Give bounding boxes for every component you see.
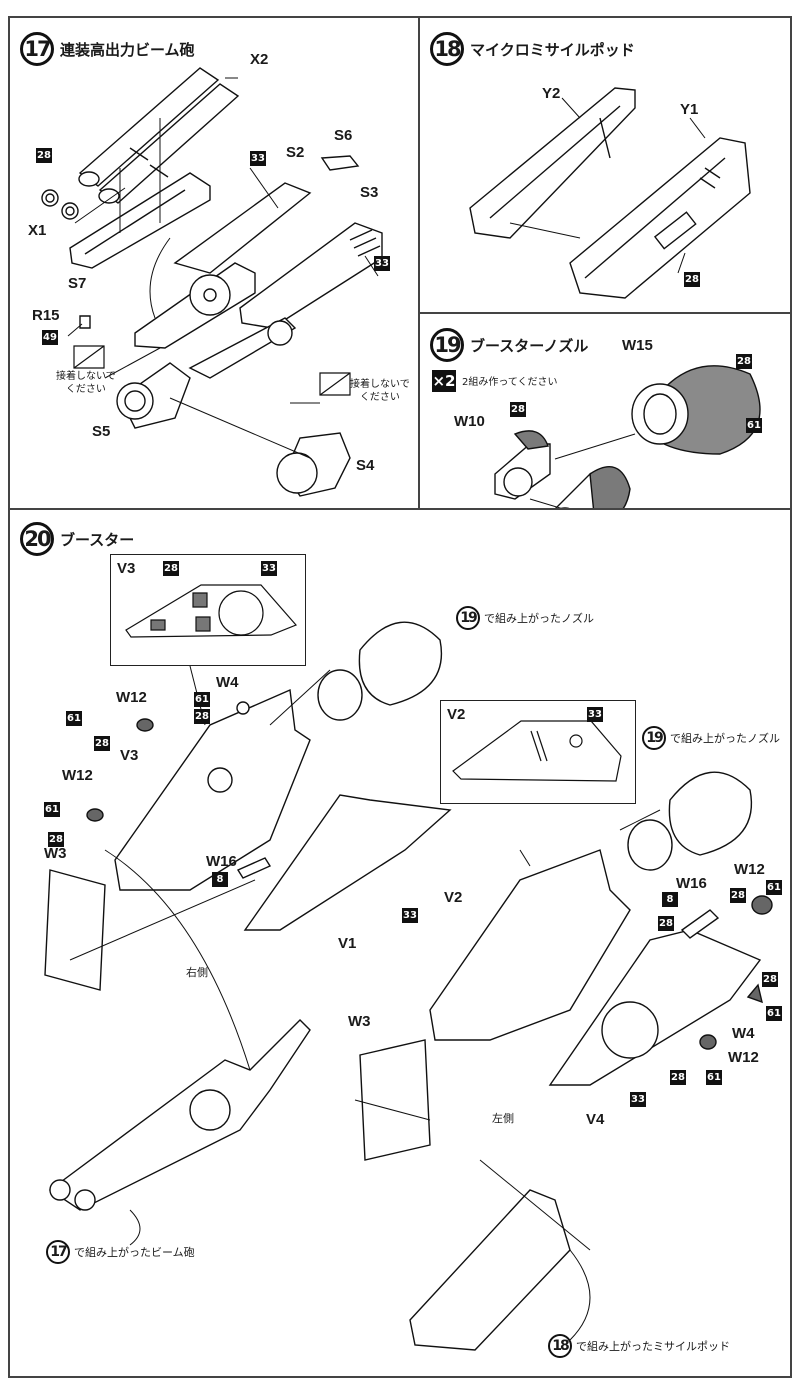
color-badge-28: 28 — [658, 916, 674, 931]
part-label-s6: S6 — [334, 127, 353, 144]
color-badge-49: 49 — [42, 330, 58, 345]
part-label-y2: Y2 — [542, 85, 561, 102]
side-label-right: 右側 — [186, 966, 208, 979]
step-20-panel: 20 ブースター V3 28 33 V2 33 — [8, 508, 792, 1378]
part-label-w4: W4 — [732, 1025, 755, 1042]
step-20-header: 20 ブースター — [20, 522, 134, 556]
ref-step-number: 19 — [456, 606, 480, 630]
color-badge-33: 33 — [587, 707, 603, 722]
part-label-x2: X2 — [250, 51, 269, 68]
color-badge-28: 28 — [194, 709, 210, 724]
part-label-s3: S3 — [360, 184, 379, 201]
ref-step-number: 19 — [642, 726, 666, 750]
step-20-number: 20 — [20, 522, 54, 556]
part-label-w15: W15 — [622, 337, 653, 354]
part-label-w10: W10 — [454, 413, 485, 430]
step-17-panel: 17 連装高出力ビーム砲 — [8, 16, 420, 510]
step-18-title: マイクロミサイルポッド — [470, 40, 635, 59]
multiplier-note: 2組み作ってください — [462, 377, 558, 388]
color-badge-8: 8 — [212, 872, 228, 887]
part-label-w12: W12 — [734, 861, 765, 878]
color-badge-8: 8 — [662, 892, 678, 907]
color-badge-28: 28 — [94, 736, 110, 751]
missile-pod-exploded-diagram — [420, 18, 792, 312]
color-badge-33: 33 — [630, 1092, 646, 1107]
step-17-title: 連装高出力ビーム砲 — [60, 40, 195, 59]
color-badge-33: 33 — [261, 561, 277, 576]
detail-inset-v3: V3 28 33 — [110, 554, 306, 666]
part-label-r15: R15 — [32, 307, 60, 324]
no-glue-note: 接着しないで ください — [350, 379, 410, 403]
part-label-w12: W12 — [116, 689, 147, 706]
color-badge-61: 61 — [746, 418, 762, 433]
part-label-w3: W3 — [348, 1013, 371, 1030]
color-badge-61: 61 — [194, 692, 210, 707]
ref-step-number: 17 — [46, 1240, 70, 1264]
step-17-number: 17 — [20, 32, 54, 66]
part-label-v3: V3 — [120, 747, 139, 764]
step-19-header: 19 ブースターノズル — [430, 328, 588, 362]
ref-text: で組み上がったミサイルポッド — [576, 1340, 730, 1353]
color-badge-28: 28 — [510, 402, 526, 417]
color-badge-61: 61 — [66, 711, 82, 726]
color-badge-28: 28 — [48, 832, 64, 847]
inset-label-v2: V2 — [447, 706, 466, 723]
color-badge-61: 61 — [706, 1070, 722, 1085]
ref-text: で組み上がったビーム砲 — [74, 1246, 195, 1259]
part-label-v1: V1 — [338, 935, 357, 952]
color-badge-61: 61 — [766, 880, 782, 895]
ref-text: で組み上がったノズル — [670, 732, 780, 745]
part-label-s7: S7 — [68, 275, 87, 292]
color-badge-33: 33 — [374, 256, 390, 271]
no-glue-note: 接着しないで ください — [56, 371, 116, 395]
inset-label-v3: V3 — [117, 560, 136, 577]
step-18-panel: 18 マイクロミサイルポッド Y2 Y1 28 — [418, 16, 792, 314]
color-badge-28: 28 — [730, 888, 746, 903]
color-badge-28: 28 — [736, 354, 752, 369]
side-label-left: 左側 — [492, 1112, 514, 1125]
color-badge-28: 28 — [670, 1070, 686, 1085]
step-18-number: 18 — [430, 32, 464, 66]
ref-beam-cannon: 17 で組み上がったビーム砲 — [46, 1240, 195, 1264]
step-20-title: ブースター — [60, 530, 135, 549]
v2-detail-drawing — [441, 701, 633, 801]
part-label-w16: W16 — [206, 853, 237, 870]
ref-text: で組み上がったノズル — [484, 612, 594, 625]
color-badge-28: 28 — [36, 148, 52, 163]
beam-cannon-exploded-diagram — [10, 18, 420, 508]
part-label-w12: W12 — [728, 1049, 759, 1066]
part-label-w12: W12 — [62, 767, 93, 784]
detail-inset-v2: V2 33 — [440, 700, 636, 804]
color-badge-61: 61 — [44, 802, 60, 817]
multiplier-badge: ×2 — [432, 370, 456, 392]
part-label-y1: Y1 — [680, 101, 699, 118]
ref-step-number: 18 — [548, 1334, 572, 1358]
color-badge-61: 61 — [766, 1006, 782, 1021]
part-label-v4: V4 — [586, 1111, 605, 1128]
part-label-s4: S4 — [356, 457, 375, 474]
step-18-header: 18 マイクロミサイルポッド — [430, 32, 635, 66]
part-label-v2: V2 — [444, 889, 463, 906]
color-badge-33: 33 — [402, 908, 418, 923]
part-label-w16: W16 — [676, 875, 707, 892]
step-17-header: 17 連装高出力ビーム砲 — [20, 32, 195, 66]
ref-nozzle-left: 19 で組み上がったノズル — [642, 726, 780, 750]
booster-assembly-diagram — [10, 510, 792, 1376]
step-19-title: ブースターノズル — [470, 336, 589, 355]
step-19-number: 19 — [430, 328, 464, 362]
color-badge-33: 33 — [250, 151, 266, 166]
part-label-w3: W3 — [44, 845, 67, 862]
ref-missile-pod: 18 で組み上がったミサイルポッド — [548, 1334, 730, 1358]
color-badge-28: 28 — [762, 972, 778, 987]
ref-nozzle-right: 19 で組み上がったノズル — [456, 606, 594, 630]
part-label-s2: S2 — [286, 144, 305, 161]
color-badge-28: 28 — [684, 272, 700, 287]
part-label-w4: W4 — [216, 674, 239, 691]
color-badge-28: 28 — [163, 561, 179, 576]
part-label-s5: S5 — [92, 423, 111, 440]
part-label-x1: X1 — [28, 222, 47, 239]
v3-detail-drawing — [111, 555, 303, 663]
